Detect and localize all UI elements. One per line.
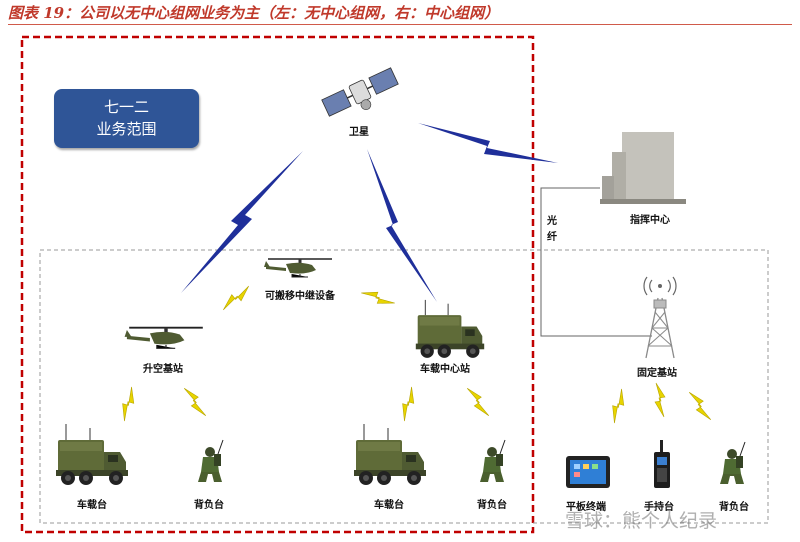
radio-link-air-soldier — [182, 384, 208, 420]
satellite-icon — [321, 67, 399, 117]
command-center-label: 指挥中心 — [630, 215, 670, 226]
radio-link-fixed-soldier — [687, 388, 713, 424]
vehicle-terminal-right-icon — [353, 423, 427, 486]
command-center-icon — [600, 132, 686, 204]
figure-caption: 图表 19：公司以无中心组网业务为主（左：无中心组网，右：中心组网） — [8, 4, 500, 22]
backpack-fixed-soldier-icon — [719, 441, 746, 485]
vehicle-terminal-left-icon — [55, 423, 129, 486]
satellite-link-right — [367, 149, 437, 302]
fixed-base-station-icon — [643, 276, 677, 359]
backpack-left-soldier-icon — [197, 439, 224, 483]
vehicle-terminal-right-label: 车载台 — [374, 500, 404, 511]
fiber-label-2: 纤 — [547, 232, 557, 243]
badge-scope: 业务范围 — [96, 120, 157, 138]
tablet-label: 平板终端 — [566, 502, 606, 513]
backpack-fixed-label: 背负台 — [719, 502, 749, 513]
backpack-right-soldier-icon — [479, 439, 506, 483]
radio-link-fixed-handheld — [654, 382, 666, 418]
vehicle-terminal-left-label: 车载台 — [77, 500, 107, 511]
handheld-label: 手持台 — [644, 502, 674, 513]
relay-helicopter-icon — [263, 258, 333, 278]
caption-rule — [8, 24, 792, 25]
satellite-link-command — [418, 123, 558, 163]
airborne-station-helicopter-icon — [123, 326, 204, 350]
badge-company: 七一二 — [103, 98, 149, 116]
airborne-station-label: 升空基站 — [143, 364, 183, 375]
radio-link-fixed-tablet — [605, 388, 631, 424]
vehicle-center-truck-icon — [415, 299, 485, 359]
vehicle-center-station-label: 车载中心站 — [420, 364, 470, 375]
fixed-station-label: 固定基站 — [637, 368, 677, 379]
relay-label: 可搬移中继设备 — [265, 291, 335, 302]
radio-link-center-soldier — [465, 384, 491, 420]
business-scope-badge: 七一二 业务范围 — [54, 89, 199, 148]
fiber-label-1: 光 — [547, 216, 557, 227]
radio-link-relay-vehicle — [360, 284, 396, 312]
radio-link-airborne-relay — [218, 284, 254, 312]
handheld-radio-icon — [654, 440, 670, 488]
satellite-label: 卫星 — [349, 127, 369, 138]
backpack-right-label: 背负台 — [477, 500, 507, 511]
radio-link-center-truck — [395, 386, 421, 422]
radio-link-air-truck — [115, 386, 141, 422]
backpack-left-label: 背负台 — [194, 500, 224, 511]
fiber-link — [540, 187, 652, 337]
decentralized-network-boundary — [20, 35, 535, 534]
tablet-icon — [566, 456, 610, 488]
watermark: 雪球：熊个人纪录 — [565, 510, 718, 532]
satellite-link-left — [181, 151, 303, 293]
